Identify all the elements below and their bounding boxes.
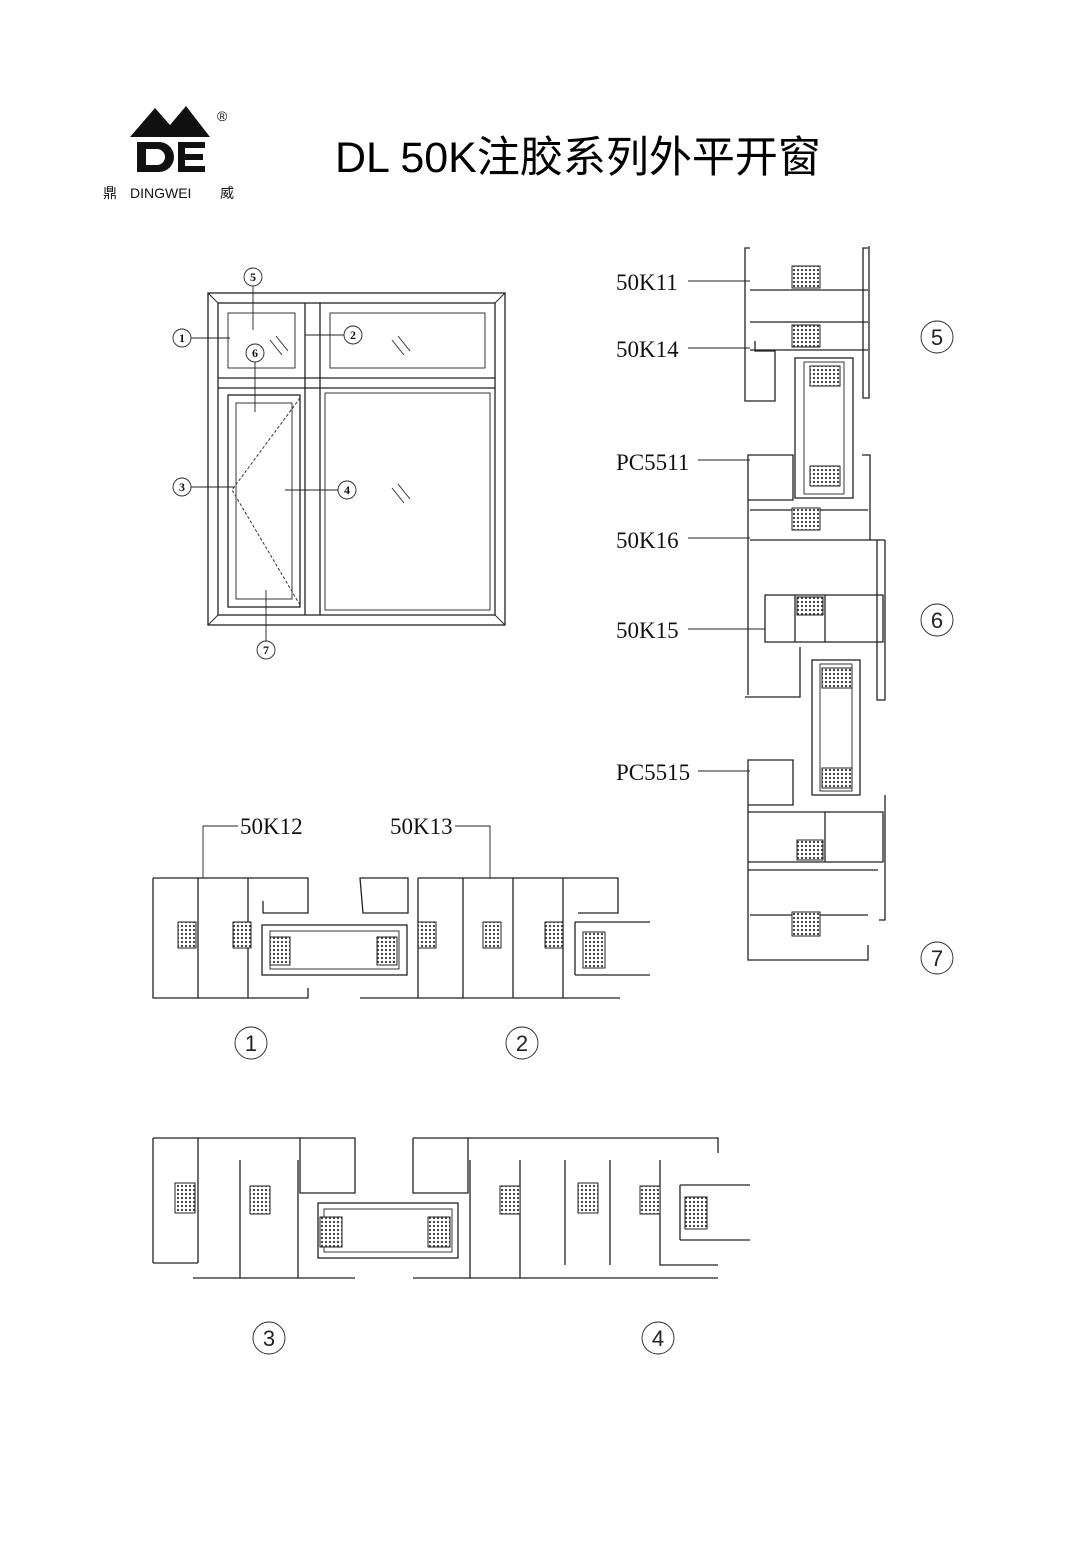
svg-text:7: 7 xyxy=(263,643,269,657)
callout-3: 3 xyxy=(172,477,192,497)
label-50k14: 50K14 xyxy=(616,337,679,362)
logo-e-letter xyxy=(178,142,205,172)
logo-d-letter xyxy=(137,142,174,172)
window-elevation: 1 2 3 4 5 6 7 xyxy=(172,267,506,660)
label-50k12: 50K12 xyxy=(240,814,303,839)
svg-text:6: 6 xyxy=(931,608,943,633)
svg-text:3: 3 xyxy=(179,480,185,494)
callout-6: 6 xyxy=(245,343,265,363)
svg-text:5: 5 xyxy=(931,325,943,350)
svg-text:2: 2 xyxy=(350,328,356,342)
svg-text:6: 6 xyxy=(252,346,258,360)
svg-text:1: 1 xyxy=(245,1031,257,1056)
svg-text:7: 7 xyxy=(931,946,943,971)
callout-1: 1 xyxy=(172,328,192,348)
horizontal-section-3-4: 3 4 xyxy=(152,1137,750,1355)
label-50k13: 50K13 xyxy=(390,814,453,839)
logo-brand: DINGWEI xyxy=(130,185,191,201)
section-mark-1: 1 xyxy=(234,1026,268,1060)
section-mark-5: 5 xyxy=(920,320,954,354)
svg-text:5: 5 xyxy=(250,270,256,284)
section-mark-7: 7 xyxy=(920,941,954,975)
section-mark-2: 2 xyxy=(505,1026,539,1060)
svg-text:4: 4 xyxy=(344,483,350,497)
svg-text:2: 2 xyxy=(516,1031,528,1056)
section-mark-3: 3 xyxy=(252,1321,286,1355)
svg-text:3: 3 xyxy=(263,1326,275,1351)
callout-4: 4 xyxy=(337,480,357,500)
logo-left-char: 鼎 xyxy=(103,185,117,201)
label-pc5515: PC5515 xyxy=(616,760,690,785)
logo-registered: ® xyxy=(217,108,228,124)
svg-text:1: 1 xyxy=(179,331,185,345)
logo-right-char: 威 xyxy=(220,185,234,201)
callout-5: 5 xyxy=(243,267,263,287)
vertical-section: 50K11 50K14 PC5511 50K16 50K15 PC5515 5 … xyxy=(616,246,954,975)
label-pc5511: PC5511 xyxy=(616,450,689,475)
horizontal-section-1-2: 50K12 50K13 1 2 xyxy=(152,814,650,1060)
logo-roof-icon xyxy=(130,106,210,137)
section-mark-6: 6 xyxy=(920,603,954,637)
callout-2: 2 xyxy=(343,325,363,345)
dingwei-logo: 鼎 DINGWEI 威 ® xyxy=(103,106,234,201)
callout-7: 7 xyxy=(256,640,276,660)
elevation-callouts: 1 2 3 4 5 6 7 xyxy=(172,267,363,660)
page-title: DL 50K注胶系列外平开窗 xyxy=(335,134,821,182)
label-50k11: 50K11 xyxy=(616,270,678,295)
label-50k16: 50K16 xyxy=(616,528,679,553)
svg-text:4: 4 xyxy=(652,1326,664,1351)
section-mark-4: 4 xyxy=(641,1321,675,1355)
label-50k15: 50K15 xyxy=(616,618,679,643)
